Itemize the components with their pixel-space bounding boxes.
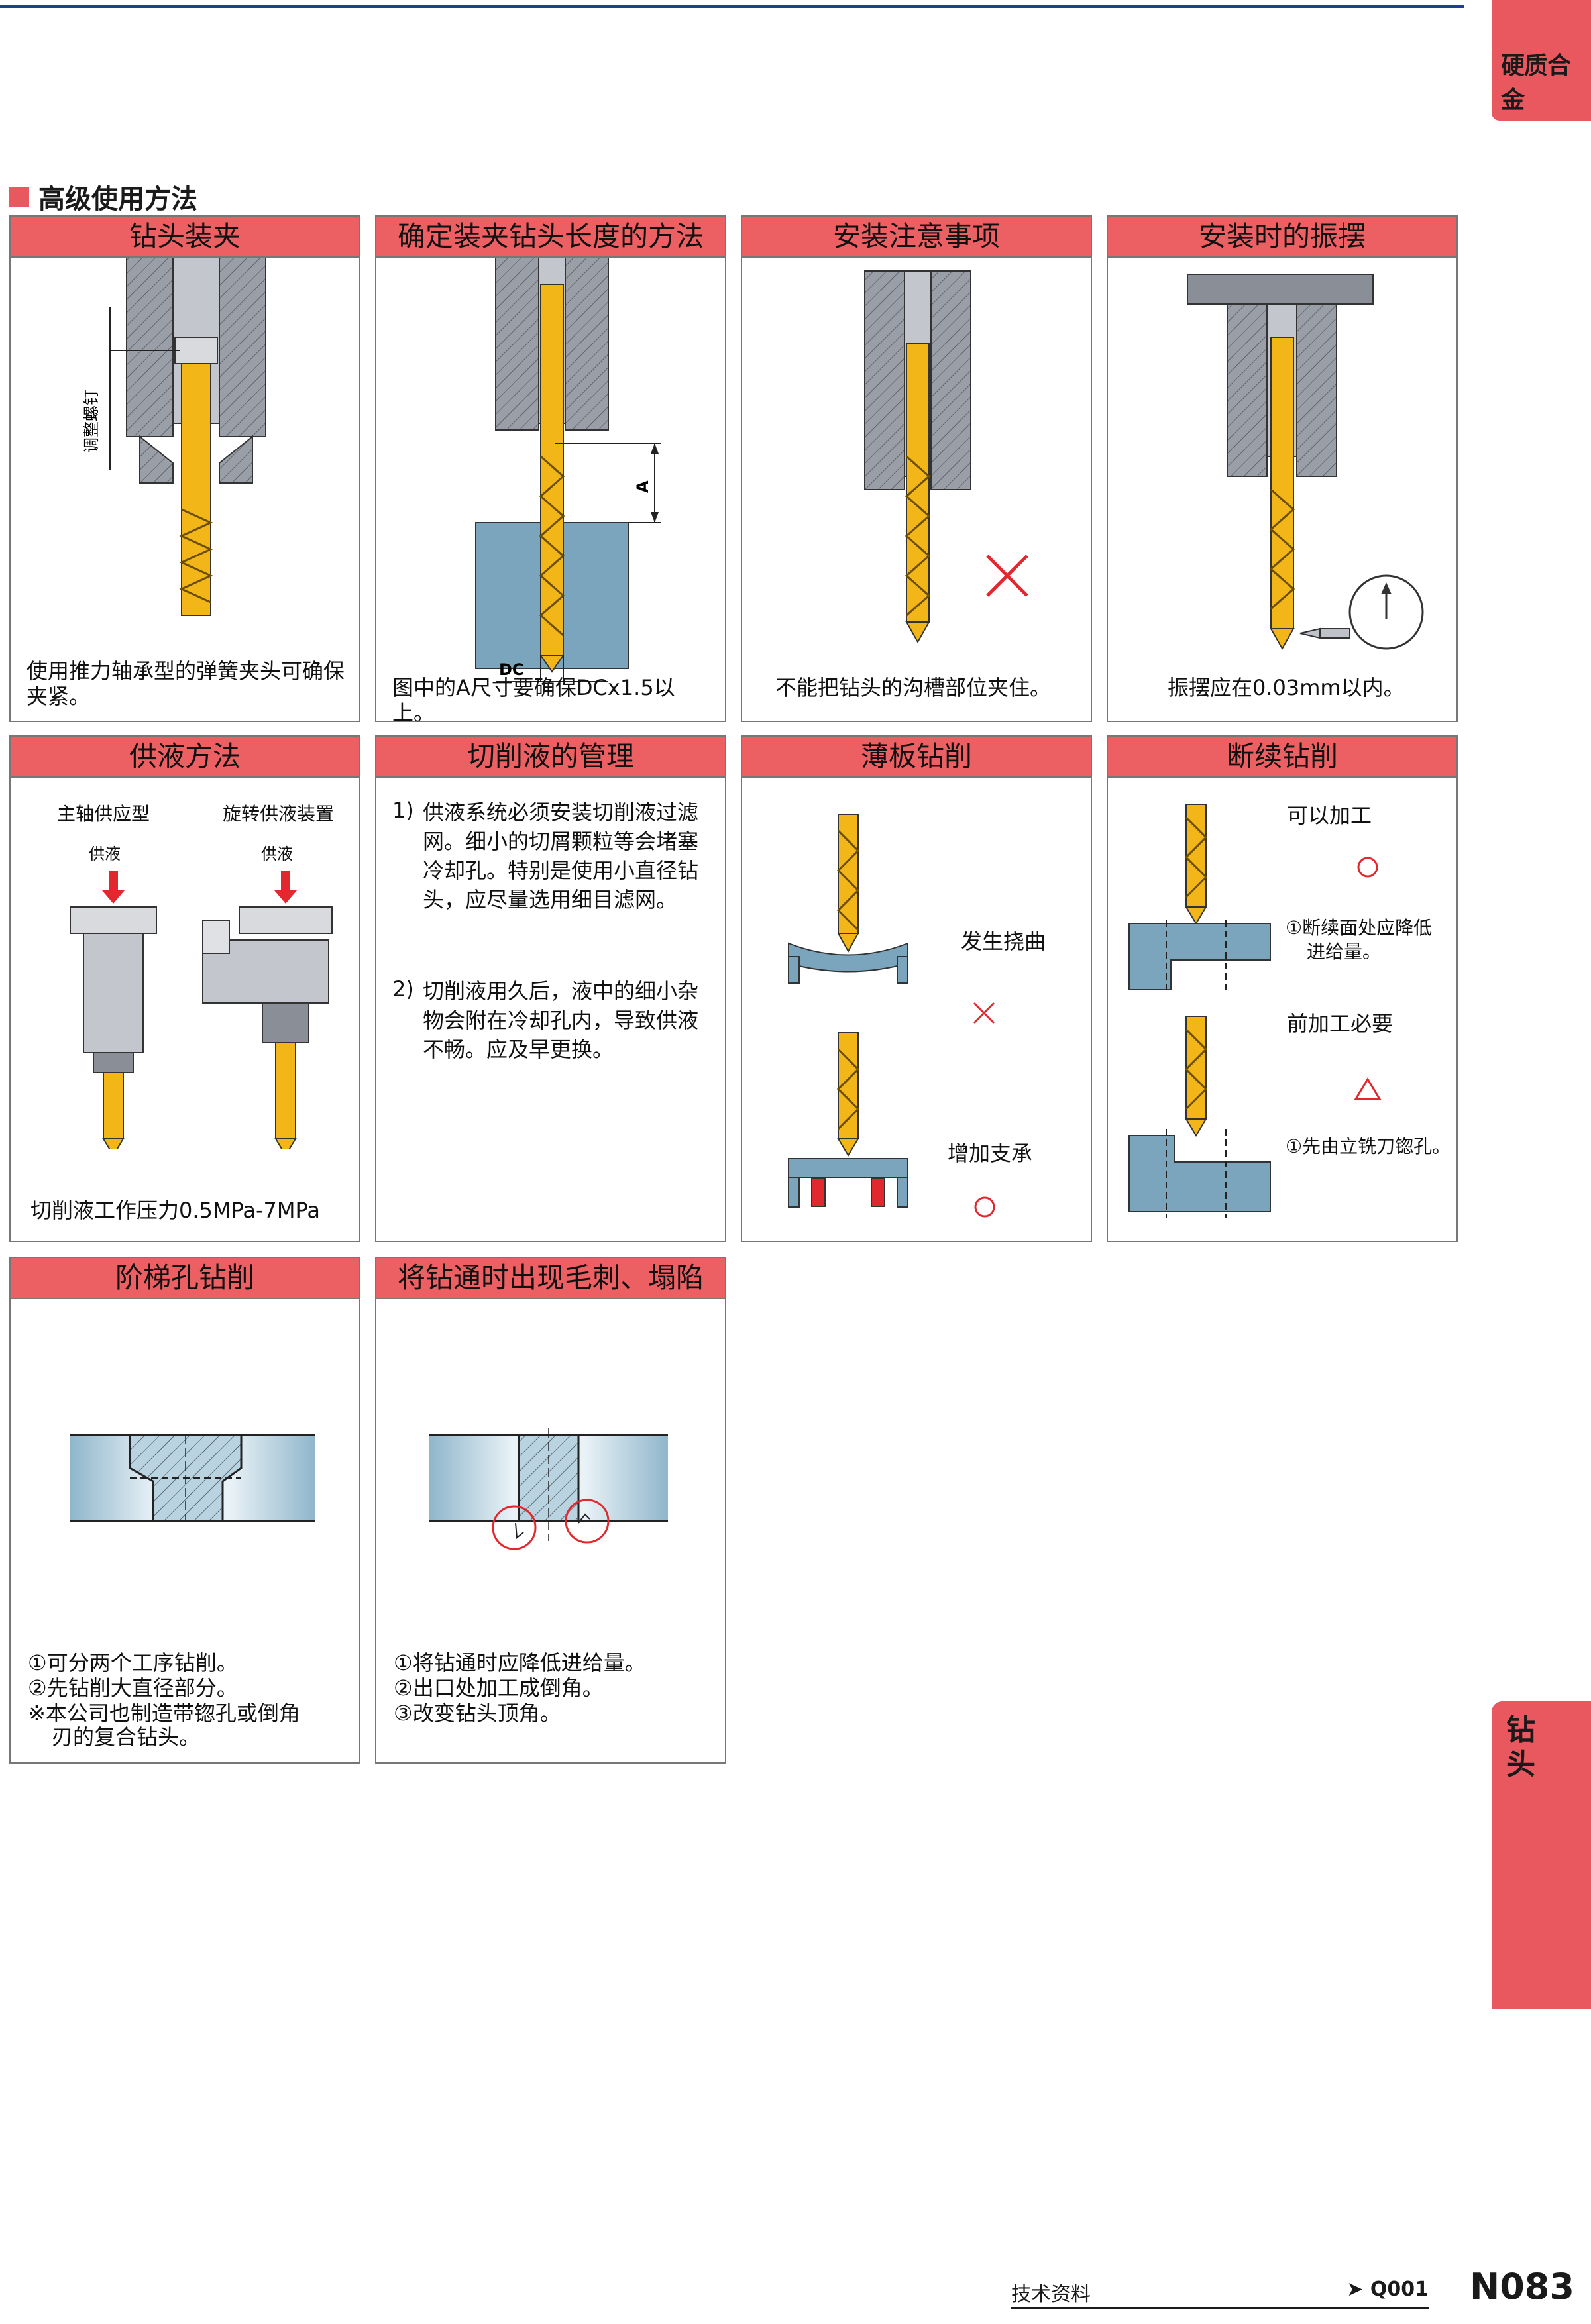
spindle-supply-label: 主轴供应型 xyxy=(57,803,150,825)
dimension-dc-label: DC xyxy=(499,660,524,679)
panel-title: 断续钻削 xyxy=(1108,737,1456,778)
panel-clamp-length: 确定装夹钻头长度的方法 A DC 图中的A尺寸要确保DCx1.5以上。 xyxy=(375,215,726,725)
panel-title: 钻头装夹 xyxy=(11,217,359,258)
panel-title: 切削液的管理 xyxy=(376,737,725,778)
section-marker-icon xyxy=(9,187,29,207)
step-note-1: ①可分两个工序钻削。 xyxy=(28,1650,238,1675)
item1-text: 供液系统必须安装切削液过滤网。细小的切屑颗粒等会堵塞冷却孔。特别是使用小直径钻头… xyxy=(423,800,699,912)
panel-thin-plate: 薄板钻削 发生挠曲 增加支承 xyxy=(741,735,1092,1242)
panel-caption: 使用推力轴承型的弹簧夹头可确保夹紧。 xyxy=(27,659,345,709)
coolant-supply-diagram xyxy=(70,871,333,1149)
category-tab-drill[interactable]: 钻头 xyxy=(1492,1701,1591,2009)
panel-drill-clamping: 钻头装夹 调整螺钉 使用推力轴承型的弹簧夹头可确保夹紧。 xyxy=(9,215,360,722)
top-rule xyxy=(0,5,1464,8)
item1-number: 1) xyxy=(392,798,414,823)
can-machine-label: 可以加工 xyxy=(1287,803,1372,828)
interrupted-cut-diagram xyxy=(1128,804,1382,1218)
section-title: 高级使用方法 xyxy=(9,178,197,216)
burr-note-1: ①将钻通时应降低进给量。 xyxy=(394,1650,646,1675)
page-number: N083 xyxy=(1470,2266,1574,2307)
note-pre: ①先由立铣刀锪孔。 xyxy=(1286,1136,1451,1157)
panel-title: 薄板钻削 xyxy=(742,737,1091,778)
panel-caption: 切削液工作压力0.5MPa-7MPa xyxy=(30,1198,320,1223)
step-hole-diagram xyxy=(70,1434,315,1522)
panel-interrupted-cut: 断续钻削 可以加工 ①断续面处应降低 进给量。 前加工必要 ①先由立铣刀锪孔。 xyxy=(1107,735,1458,1242)
panel-title: 供液方法 xyxy=(11,737,359,778)
install-notes-diagram xyxy=(864,270,1028,644)
note-ok-line1: ①断续面处应降低 xyxy=(1286,917,1433,939)
footer-reference-link[interactable]: ➤ Q001 xyxy=(1346,2278,1429,2301)
clamp-length-diagram: A DC xyxy=(475,258,661,682)
bend-label: 发生挠曲 xyxy=(961,929,1046,954)
panel-install-notes: 安装注意事项 不能把钻头的沟槽部位夹住。 xyxy=(741,215,1092,722)
step-note-4: 刃的复合钻头。 xyxy=(52,1724,201,1750)
panel-burr-breakthrough: 将钻通时出现毛刺、塌陷 ①将钻通时应降低进给量。 ②出口处加工成倒角。 ③改变钻… xyxy=(375,1257,726,1764)
panel-coolant-management: 切削液的管理 1) 供液系统必须安装切削液过滤网。细小的切屑颗粒等会堵塞冷却孔。… xyxy=(375,735,726,1242)
arrow-down-icon xyxy=(102,890,125,904)
panel-title: 安装时的振摆 xyxy=(1108,217,1456,258)
panel-title: 确定装夹钻头长度的方法 xyxy=(376,217,725,258)
step-note-3: ※本公司也制造带锪孔或倒角 xyxy=(28,1701,300,1726)
supply-left-label: 供液 xyxy=(89,845,121,863)
supply-right-label: 供液 xyxy=(261,845,293,863)
panel-title: 阶梯孔钻削 xyxy=(11,1258,359,1299)
thin-plate-diagram xyxy=(788,814,995,1218)
step-note-2: ②先钻削大直径部分。 xyxy=(28,1675,238,1701)
runout-diagram xyxy=(1187,274,1424,651)
category-tab-carbide[interactable]: 硬质合金 xyxy=(1492,0,1591,121)
item2-text: 切削液用久后，液中的细小杂物会附在冷却孔内，导致供液不畅。应及早更换。 xyxy=(423,978,699,1062)
panel-caption: 不能把钻头的沟槽部位夹住。 xyxy=(775,675,1052,700)
arrow-down-icon xyxy=(274,890,297,904)
panel-caption: 振摆应在0.03mm以内。 xyxy=(1168,675,1405,700)
panel-title: 将钻通时出现毛刺、塌陷 xyxy=(376,1258,725,1299)
footer-label: 技术资料 xyxy=(1011,2283,1091,2306)
adjust-screw-label: 调整螺钉 xyxy=(82,390,101,453)
panel-title: 安装注意事项 xyxy=(742,217,1091,258)
pre-machining-label: 前加工必要 xyxy=(1287,1011,1394,1036)
note-ok-line2: 进给量。 xyxy=(1307,941,1382,963)
footer: 技术资料 ➤ Q001 xyxy=(1011,2276,1429,2309)
rotary-supply-label: 旋转供液装置 xyxy=(223,803,335,825)
panel-step-hole: 阶梯孔钻削 ①可分两个工序钻削。 ②先钻削大直径部分。 ※本公司也制造带锪孔或倒… xyxy=(9,1257,360,1764)
item2-number: 2) xyxy=(392,977,414,1002)
panel-coolant-supply: 供液方法 主轴供应型 旋转供液装置 供液 供液 切削液工作压力0.5MPa-7M… xyxy=(9,735,360,1242)
burr-note-2: ②出口处加工成倒角。 xyxy=(394,1675,604,1701)
burr-diagram xyxy=(429,1428,668,1550)
panel-caption: 图中的A尺寸要确保DCx1.5以上。 xyxy=(392,675,675,725)
support-label: 增加支承 xyxy=(948,1141,1033,1166)
collet-chuck-diagram: 调整螺钉 xyxy=(82,258,266,616)
burr-note-3: ③改变钻头顶角。 xyxy=(394,1701,561,1726)
dimension-a-label: A xyxy=(633,480,652,493)
panel-install-runout: 安装时的振摆 振摆应在0.03mm以内。 xyxy=(1107,215,1458,722)
